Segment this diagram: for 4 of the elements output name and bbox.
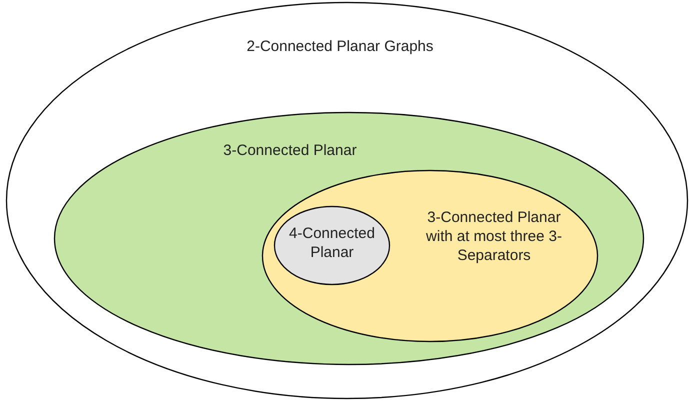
set-label: 3-Connected Planar (222, 141, 358, 160)
set-label: 3-Connected Planar with at most three 3-Separators (425, 208, 563, 265)
set-label: 4-Connected Planar (288, 224, 376, 262)
set-label: 2-Connected Planar Graphs (246, 37, 434, 56)
